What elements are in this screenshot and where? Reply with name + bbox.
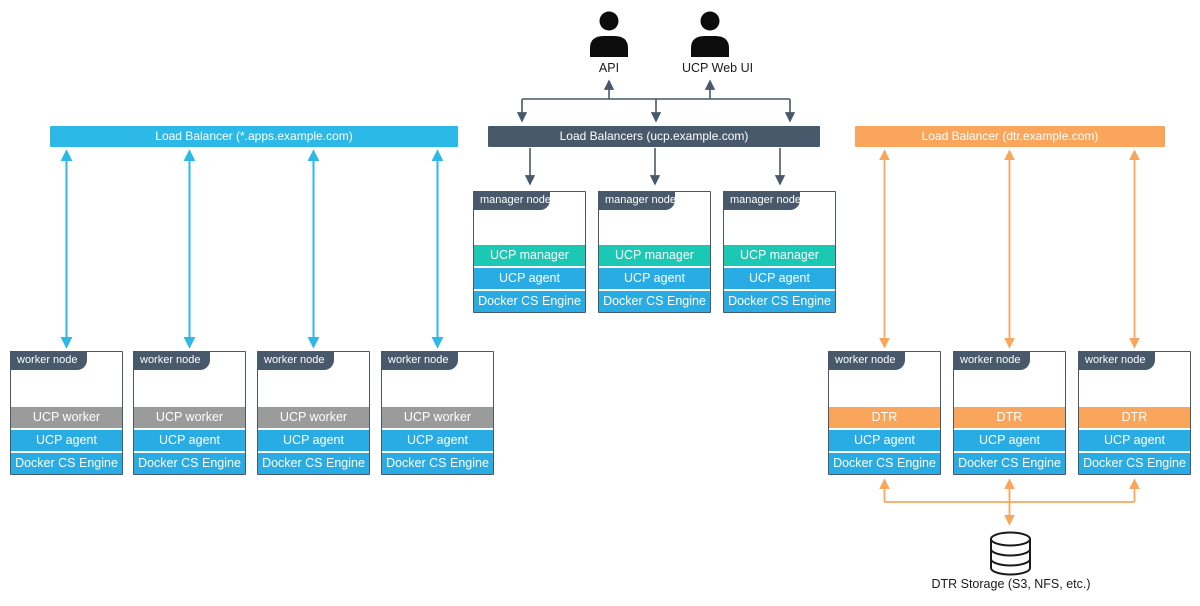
node-tab: worker node	[257, 351, 334, 370]
database-cylinder-icon	[990, 531, 1031, 576]
node-tab: manager node	[598, 191, 676, 210]
node-tab: worker node	[133, 351, 210, 370]
node-row: UCP manager	[599, 245, 710, 266]
user-api-label: API	[598, 61, 620, 75]
node-row: UCP agent	[382, 430, 493, 451]
node-row: UCP worker	[11, 407, 122, 428]
node-row: UCP manager	[724, 245, 835, 266]
manager-node: manager node UCP manager UCP agent Docke…	[723, 191, 836, 313]
node-row: UCP agent	[134, 430, 245, 451]
node-row: UCP worker	[258, 407, 369, 428]
node-row: UCP agent	[11, 430, 122, 451]
worker-node-apps: worker node UCP worker UCP agent Docker …	[381, 351, 494, 475]
node-row: DTR	[829, 407, 940, 428]
user-ucp-web-ui: UCP Web UI	[682, 11, 754, 75]
node-row: UCP agent	[1079, 430, 1190, 451]
node-row: Docker CS Engine	[134, 453, 245, 474]
worker-node-apps: worker node UCP worker UCP agent Docker …	[257, 351, 370, 475]
node-row: UCP worker	[382, 407, 493, 428]
node-tab: worker node	[953, 351, 1030, 370]
node-row: Docker CS Engine	[724, 291, 835, 312]
node-tab: worker node	[10, 351, 87, 370]
node-row: UCP worker	[134, 407, 245, 428]
person-icon	[590, 11, 628, 57]
user-ucp-web-ui-label: UCP Web UI	[682, 61, 754, 75]
node-row: UCP agent	[724, 268, 835, 289]
manager-node: manager node UCP manager UCP agent Docke…	[598, 191, 711, 313]
node-row: DTR	[1079, 407, 1190, 428]
worker-node-apps: worker node UCP worker UCP agent Docker …	[133, 351, 246, 475]
manager-node: manager node UCP manager UCP agent Docke…	[473, 191, 586, 313]
node-row: Docker CS Engine	[382, 453, 493, 474]
person-icon	[691, 11, 729, 57]
node-row: Docker CS Engine	[1079, 453, 1190, 474]
node-row: Docker CS Engine	[258, 453, 369, 474]
node-tab: worker node	[828, 351, 905, 370]
worker-node-apps: worker node UCP worker UCP agent Docker …	[10, 351, 123, 475]
load-balancer-ucp: Load Balancers (ucp.example.com)	[488, 126, 820, 147]
node-row: DTR	[954, 407, 1065, 428]
worker-node-dtr: worker node DTR UCP agent Docker CS Engi…	[1078, 351, 1191, 475]
node-row: UCP agent	[474, 268, 585, 289]
user-api: API	[581, 11, 637, 75]
node-row: UCP agent	[258, 430, 369, 451]
node-row: Docker CS Engine	[599, 291, 710, 312]
worker-node-dtr: worker node DTR UCP agent Docker CS Engi…	[828, 351, 941, 475]
node-row: Docker CS Engine	[474, 291, 585, 312]
node-row: UCP manager	[474, 245, 585, 266]
node-tab: worker node	[1078, 351, 1155, 370]
load-balancer-apps: Load Balancer (*.apps.example.com)	[50, 126, 458, 147]
node-tab: worker node	[381, 351, 458, 370]
load-balancer-dtr: Load Balancer (dtr.example.com)	[855, 126, 1165, 147]
node-row: UCP agent	[829, 430, 940, 451]
node-row: Docker CS Engine	[954, 453, 1065, 474]
node-row: Docker CS Engine	[11, 453, 122, 474]
node-row: Docker CS Engine	[829, 453, 940, 474]
dtr-storage-label: DTR Storage (S3, NFS, etc.)	[931, 577, 1091, 591]
connector-apps-lb-to-worker-nodes	[60, 149, 444, 349]
node-tab: manager node	[723, 191, 801, 210]
node-row: UCP agent	[954, 430, 1065, 451]
connector-ucp-lb-to-manager-nodes	[524, 148, 786, 186]
connector-dtr-lb-to-worker-nodes	[879, 149, 1140, 349]
connector-users-to-ucp-lb	[516, 79, 796, 123]
connector-workers-to-dtr-storage	[879, 478, 1140, 526]
worker-node-dtr: worker node DTR UCP agent Docker CS Engi…	[953, 351, 1066, 475]
node-tab: manager node	[473, 191, 551, 210]
node-row: UCP agent	[599, 268, 710, 289]
